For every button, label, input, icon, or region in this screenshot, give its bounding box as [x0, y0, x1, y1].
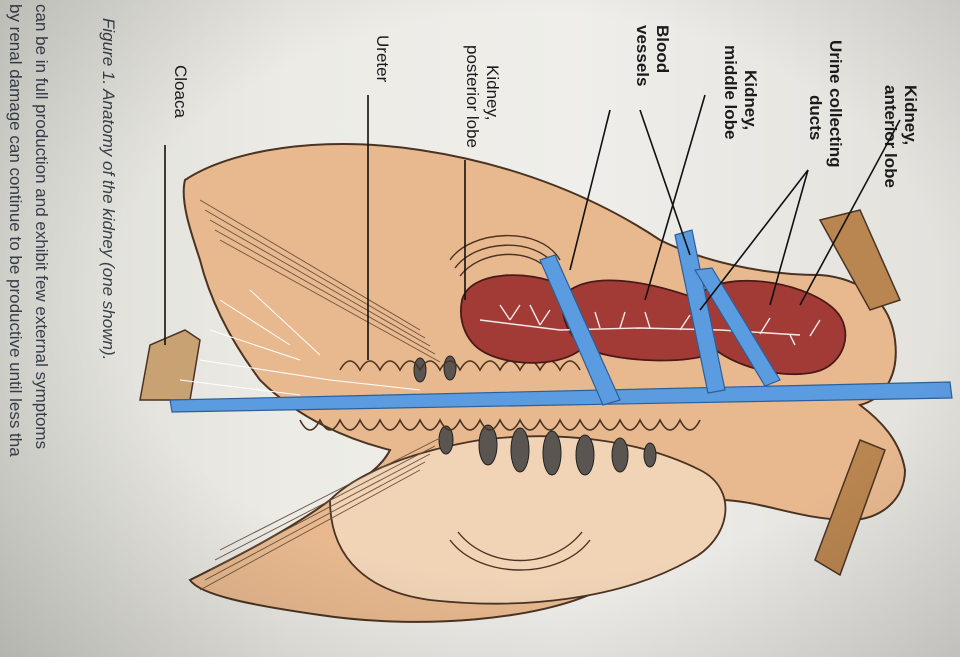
- muscle-fibres: [199, 199, 441, 591]
- thin-branches: [179, 289, 421, 396]
- aorta: [169, 381, 953, 413]
- label-ureter: Ureter: [373, 35, 392, 83]
- renal-vessel-posterior: [539, 254, 621, 406]
- lower-pelvis: [329, 435, 727, 605]
- label-kidney-anterior: Kidney, anterior lobe: [881, 85, 920, 188]
- label-blood-vessels-line1: Blood: [653, 25, 672, 73]
- label-kidney-anterior-line1: Kidney,: [901, 85, 920, 145]
- label-kidney-middle-line2: middle lobe: [721, 45, 740, 139]
- label-kidney-middle-line1: Kidney,: [741, 70, 760, 130]
- ureter-band-right: [818, 209, 902, 311]
- renal-vessel-branch: [694, 267, 781, 387]
- label-kidney-middle: Kidney, middle lobe: [721, 45, 760, 139]
- renal-vessel-anterior: [674, 229, 726, 394]
- label-cloaca: Cloaca: [171, 65, 190, 118]
- label-urine-ducts: Urine collecting ducts: [806, 40, 845, 168]
- vertebral-processes: [413, 355, 657, 476]
- label-urine-ducts-line2: ducts: [806, 95, 825, 140]
- label-blood-vessels: Blood vessels: [633, 25, 672, 86]
- figure-caption: Figure 1. Anatomy of the kidney (one sho…: [99, 18, 118, 360]
- blood-vessels: [169, 229, 953, 413]
- body-text-line2: by renal damage can continue to be produ…: [6, 4, 25, 457]
- spine-outline: [299, 418, 701, 431]
- cloaca-shape: [139, 329, 201, 401]
- leader-lines: [164, 94, 901, 360]
- label-kidney-posterior-line2: posterior lobe: [463, 45, 482, 148]
- label-blood-vessels-line2: vessels: [633, 25, 652, 86]
- body-text-line1: can be in full production and exhibit fe…: [32, 4, 51, 449]
- label-kidney-posterior-line1: Kidney,: [483, 65, 502, 120]
- spine-upper-outline: [339, 360, 581, 372]
- label-kidney-posterior: Kidney, posterior lobe: [463, 45, 502, 148]
- label-urine-ducts-line1: Urine collecting: [826, 40, 845, 168]
- ureter-band-lower: [814, 439, 886, 577]
